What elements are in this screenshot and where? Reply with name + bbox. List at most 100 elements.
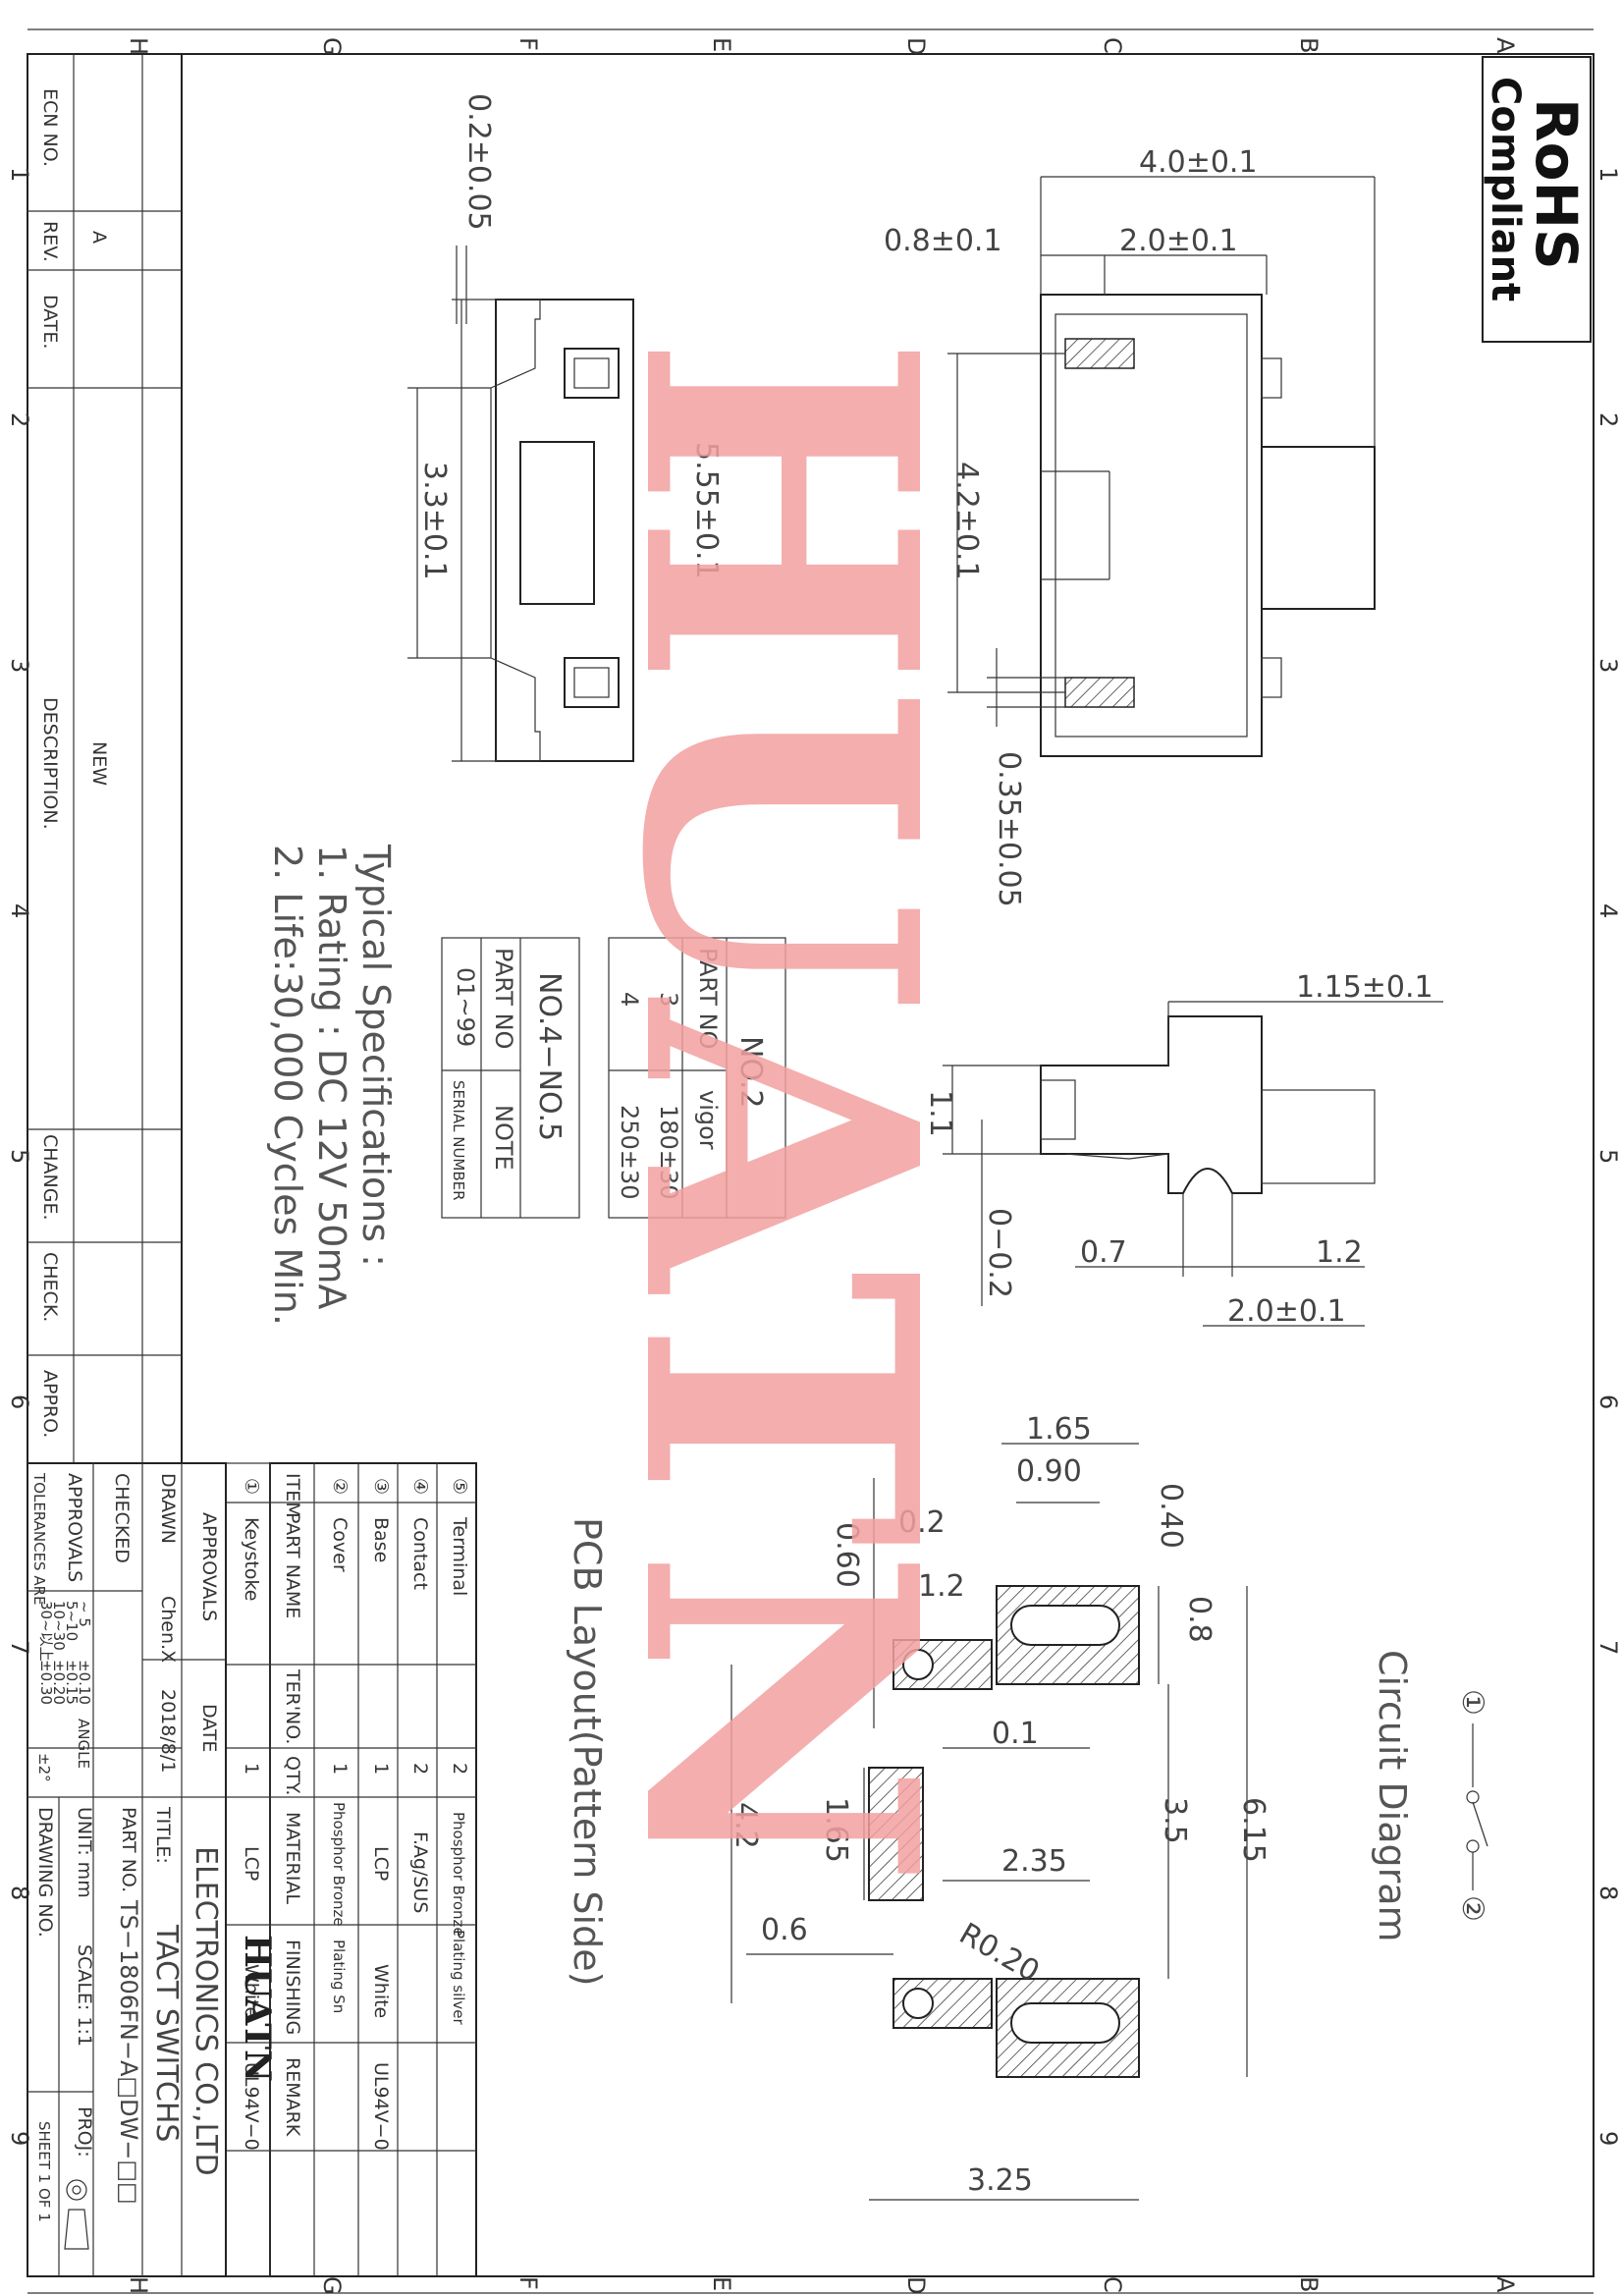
svg-text:2018/8/1: 2018/8/1 <box>157 1689 179 1773</box>
svg-text:7: 7 <box>1595 1640 1622 1655</box>
svg-text:A: A <box>88 231 110 244</box>
svg-text:E: E <box>708 2276 735 2291</box>
outer-border <box>27 53 1595 2277</box>
svg-text:White: White <box>241 1964 262 2018</box>
svg-text:1: 1 <box>329 1763 351 1775</box>
dim-side-b: 0−0.2 <box>982 1208 1016 1298</box>
svg-text:TS−1806FN−A□DW−□□: TS−1806FN−A□DW−□□ <box>115 1899 142 2205</box>
svg-text:PCB Layout(Pattern Side): PCB Layout(Pattern Side) <box>566 1517 609 1986</box>
svg-text:2: 2 <box>449 1763 470 1775</box>
dim-side-a: 1.1 <box>923 1090 957 1137</box>
svg-text:6: 6 <box>6 1394 33 1409</box>
svg-text:PART NO: PART NO <box>490 948 517 1049</box>
svg-text:White: White <box>370 1964 392 2018</box>
side-view: 1.15±0.1 1.1 0−0.2 0.7 1.2 2.0±0.1 <box>923 970 1443 1329</box>
watermark: HUATN <box>560 334 999 1888</box>
dim-pcb-235: 2.35 <box>1001 1844 1067 1879</box>
dim-pcb-165b: 1.65 <box>819 1797 853 1863</box>
dim-frame-thk: 0.2±0.05 <box>461 93 496 231</box>
dim-pcb-06: 0.6 <box>761 1913 808 1947</box>
svg-text:FINISHING: FINISHING <box>282 1940 303 2035</box>
svg-text:PART NAME: PART NAME <box>282 1512 303 1618</box>
svg-text:Cover: Cover <box>329 1517 351 1572</box>
svg-text:180±30: 180±30 <box>655 1105 682 1199</box>
svg-text:1: 1 <box>370 1763 392 1775</box>
svg-text:REMARK: REMARK <box>282 2057 303 2137</box>
dim-top-b: 2.0±0.1 <box>1119 224 1238 258</box>
svg-text:CHANGE.: CHANGE. <box>39 1134 61 1221</box>
svg-text:①: ① <box>241 1478 262 1495</box>
dim-lead: 0.35±0.05 <box>992 751 1026 907</box>
svg-text:APPROVALS: APPROVALS <box>198 1512 220 1621</box>
svg-text:10~30: 10~30 <box>50 1601 68 1651</box>
specifications: Typical Specifications : 1. Rating : DC … <box>266 844 398 1326</box>
svg-text:F: F <box>514 2276 542 2290</box>
svg-text:TOLERANCES ARE: TOLERANCES ARE <box>30 1472 48 1606</box>
svg-text:REV.: REV. <box>39 221 61 262</box>
svg-text:Terminal: Terminal <box>449 1516 470 1596</box>
svg-text:DATE: DATE <box>198 1704 220 1752</box>
svg-text:Compliant: Compliant <box>1483 77 1528 301</box>
svg-text:4: 4 <box>6 903 33 918</box>
svg-text:F: F <box>514 37 542 51</box>
svg-text:②: ② <box>1455 1895 1489 1922</box>
svg-text:UNIT: mm: UNIT: mm <box>74 1807 95 1898</box>
svg-text:⑤: ⑤ <box>449 1478 470 1495</box>
svg-text:8: 8 <box>1595 1886 1622 1900</box>
svg-text:H: H <box>125 37 152 55</box>
svg-text:④: ④ <box>409 1478 431 1495</box>
svg-text:NO.2: NO.2 <box>733 1036 768 1108</box>
dim-frame-w: 3.3±0.1 <box>417 462 452 580</box>
svg-text:SHEET 1 OF 1: SHEET 1 OF 1 <box>35 2121 53 2222</box>
svg-text:CHECKED: CHECKED <box>111 1473 133 1563</box>
dim-top-a: 0.8±0.1 <box>884 224 1002 258</box>
dim-pcb-02: 0.2 <box>898 1505 946 1540</box>
svg-text:Phosphor Bronze: Phosphor Bronze <box>450 1812 467 1937</box>
no2-table: NO.2 PART NO vigor 3 180±30 4 250±30 <box>608 937 786 1219</box>
svg-text:Base: Base <box>370 1517 392 1562</box>
svg-text:Phosphor Bronze: Phosphor Bronze <box>330 1802 348 1927</box>
svg-text:UL94V−0: UL94V−0 <box>370 2062 392 2151</box>
svg-text:250±30: 250±30 <box>616 1105 643 1199</box>
svg-text:2: 2 <box>1595 412 1622 427</box>
svg-text:1: 1 <box>6 167 33 182</box>
svg-text:NOTE: NOTE <box>490 1105 517 1171</box>
svg-text:1: 1 <box>1595 167 1622 182</box>
svg-text:D: D <box>902 2276 930 2294</box>
svg-text:2. Life:30,000 Cycles Min.: 2. Life:30,000 Cycles Min. <box>266 845 309 1326</box>
dim-pcb-08: 0.8 <box>1182 1596 1216 1643</box>
svg-text:Typical Specifications :: Typical Specifications : <box>354 844 398 1267</box>
svg-text:4: 4 <box>1595 903 1622 918</box>
svg-text:ANGLE: ANGLE <box>75 1719 92 1769</box>
svg-text:1: 1 <box>241 1763 262 1775</box>
svg-text:DATE.: DATE. <box>39 295 61 349</box>
svg-text:RoHS: RoHS <box>1523 98 1590 270</box>
title-block: APPROVALS DATE DRAWN Chen.X 2018/8/1 CHE… <box>27 1462 278 2277</box>
svg-text:±0.20: ±0.20 <box>50 1660 68 1705</box>
zone-markers-top: A B C D E F G H A B C D E F G H <box>125 37 1519 2295</box>
svg-text:MATERIAL: MATERIAL <box>282 1812 303 1904</box>
top-view: 4.0±0.1 0.8±0.1 2.0±0.1 4.2±0.1 0.35±0.0… <box>884 145 1376 907</box>
svg-text:A: A <box>1491 2276 1519 2293</box>
dim-pcb-01: 0.1 <box>992 1717 1039 1751</box>
bom-table: ITEM PART NAME TER'NO. QTY. MATERIAL FIN… <box>269 1462 477 2277</box>
svg-text:Plating silver: Plating silver <box>450 1930 467 2026</box>
svg-text:Contact: Contact <box>409 1517 431 1590</box>
svg-text:vigor: vigor <box>694 1090 722 1150</box>
dim-pcb-42: 4.2 <box>729 1802 763 1849</box>
svg-text:QTY.: QTY. <box>282 1756 303 1795</box>
dim-frame-len: 5.55±0.1 <box>689 442 724 579</box>
svg-text:9: 9 <box>6 2131 33 2146</box>
svg-text:F.Ag/SUS: F.Ag/SUS <box>409 1831 431 1913</box>
dim-side-c: 0.7 <box>1080 1235 1127 1270</box>
svg-text:5~10: 5~10 <box>63 1601 81 1641</box>
svg-text:APPRO.: APPRO. <box>39 1370 61 1438</box>
circuit-diagram: Circuit Diagram ① ② <box>1371 1650 1489 1942</box>
svg-text:6: 6 <box>1595 1394 1622 1409</box>
svg-text:TITLE:: TITLE: <box>152 1806 174 1864</box>
dim-side-d: 1.2 <box>1316 1235 1363 1270</box>
pcb-layout: PCB Layout(Pattern Side) 1.65 0.90 0.40 … <box>566 1412 1271 2201</box>
svg-text:7: 7 <box>6 1640 33 1655</box>
front-view: 0.2±0.05 3.3±0.1 5.55±0.1 <box>407 93 724 762</box>
